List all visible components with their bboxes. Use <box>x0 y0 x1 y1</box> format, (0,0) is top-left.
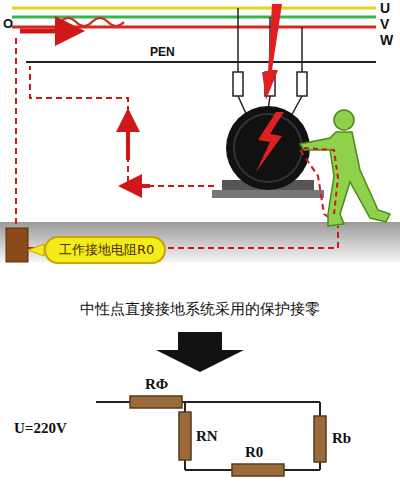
phase-label: V <box>380 16 389 32</box>
current-path <box>304 148 338 214</box>
callout-text: 工作接地电阻R0 <box>59 241 154 259</box>
phase-label: W <box>380 32 393 48</box>
callout-bubble: 工作接地电阻R0 <box>44 236 166 264</box>
down-arrow <box>156 332 244 372</box>
pen-line <box>26 61 376 63</box>
resistor-symbol <box>130 396 326 476</box>
current-arrow <box>20 29 70 34</box>
person <box>300 110 390 226</box>
resistor-label: RN <box>196 428 218 445</box>
current-arrow <box>126 120 130 160</box>
resistor-label: R0 <box>245 444 263 461</box>
current-path <box>16 38 338 248</box>
fault-arrow <box>262 4 282 100</box>
pen-label: PEN <box>150 45 175 59</box>
current-arrow <box>130 184 150 188</box>
ground <box>0 222 400 262</box>
resistor-label: RΦ <box>145 376 168 393</box>
phase-label: U <box>380 0 390 16</box>
resistor-label: Rb <box>332 430 351 447</box>
motor <box>212 106 324 198</box>
neutral-label: O <box>3 16 13 31</box>
ground-electrode <box>6 228 28 262</box>
caption: 中性点直接接地系统采用的保护接零 <box>80 300 320 319</box>
callout-pointer <box>28 244 44 256</box>
voltage-label: U=220V <box>14 420 67 437</box>
circuit-wire <box>96 402 320 470</box>
phase-lines <box>12 8 376 27</box>
